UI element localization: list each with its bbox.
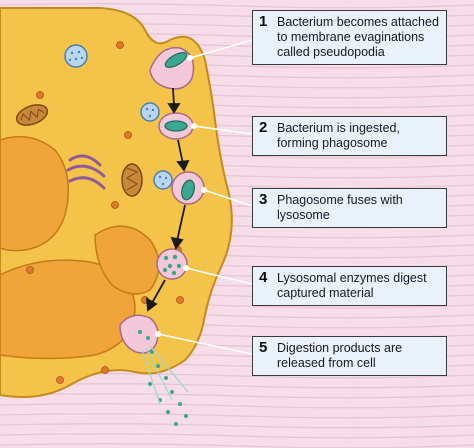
step-3-callout: 3 Phagosome fuses with lysosome (252, 188, 447, 228)
digesting-vesicle (156, 248, 188, 280)
step-4-number: 4 (259, 269, 268, 286)
leader-lines (155, 39, 253, 355)
nucleus-lower-lobe (0, 259, 136, 360)
step-1-text: Bacterium becomes attached to membrane e… (277, 15, 439, 59)
step-5-text: Digestion products are released from cel… (277, 341, 403, 370)
lysosome (64, 44, 173, 190)
released-products (119, 314, 189, 426)
step-3-text: Phagosome fuses with lysosome (277, 193, 403, 222)
step-4-text: Lysosomal enzymes digest captured materi… (277, 271, 427, 300)
step-1-number: 1 (259, 13, 268, 30)
phagolysosome (171, 171, 205, 205)
mitochondrion (15, 104, 49, 126)
step-2-callout: 2 Bacterium is ingested, forming phagoso… (252, 116, 447, 156)
nucleus-upper-lobe (0, 135, 70, 252)
golgi-apparatus (66, 154, 106, 190)
mitochondrion (121, 163, 143, 197)
step-5-number: 5 (259, 339, 268, 356)
step-2-text: Bacterium is ingested, forming phagosome (277, 121, 400, 150)
step-1-callout: 1 Bacterium becomes attached to membrane… (252, 10, 447, 65)
phagosome (158, 112, 194, 140)
step-2-number: 2 (259, 119, 268, 136)
nucleus-right-lobe (94, 225, 160, 295)
step-3-number: 3 (259, 191, 268, 208)
bacterium-attached (149, 46, 195, 90)
step-4-callout: 4 Lysosomal enzymes digest captured mate… (252, 266, 447, 306)
pathway-arrows (145, 87, 190, 312)
step-5-callout: 5 Digestion products are released from c… (252, 336, 447, 376)
